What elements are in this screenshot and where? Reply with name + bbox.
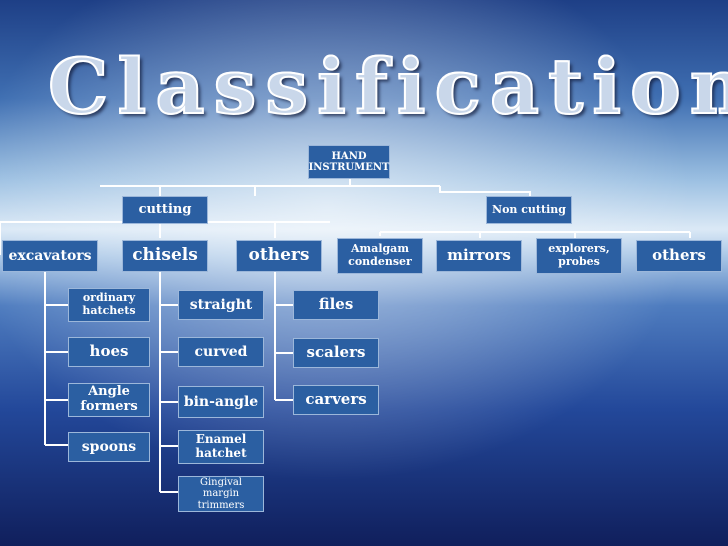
- bin-angle-node: bin-angle: [178, 386, 264, 418]
- non-cutting-node: Non cutting: [486, 196, 572, 224]
- curved-node: curved: [178, 337, 264, 367]
- explorers-probes-node: explorers, probes: [536, 238, 622, 274]
- others-noncutting-node: others: [636, 240, 722, 272]
- page-title: Classification: [47, 41, 728, 132]
- enamel-hatchet-node: Enamel hatchet: [178, 430, 264, 464]
- files-node: files: [293, 290, 379, 320]
- ordinary-hatchets-node: ordinary hatchets: [68, 288, 150, 322]
- root-node: HAND INSTRUMENT: [308, 145, 390, 179]
- carvers-node: carvers: [293, 385, 379, 415]
- mirrors-node: mirrors: [436, 240, 522, 272]
- others-cutting-node: others: [236, 240, 322, 272]
- gingival-margin-trimmers-node: Gingival margin trimmers: [178, 476, 264, 512]
- scalers-node: scalers: [293, 338, 379, 368]
- angle-formers-node: Angle formers: [68, 383, 150, 417]
- hoes-node: hoes: [68, 337, 150, 367]
- chisels-node: chisels: [122, 240, 208, 272]
- cutting-node: cutting: [122, 196, 208, 224]
- straight-node: straight: [178, 290, 264, 320]
- spoons-node: spoons: [68, 432, 150, 462]
- excavators-node: excavators: [2, 240, 98, 272]
- amalgam-condenser-node: Amalgam condenser: [337, 238, 423, 274]
